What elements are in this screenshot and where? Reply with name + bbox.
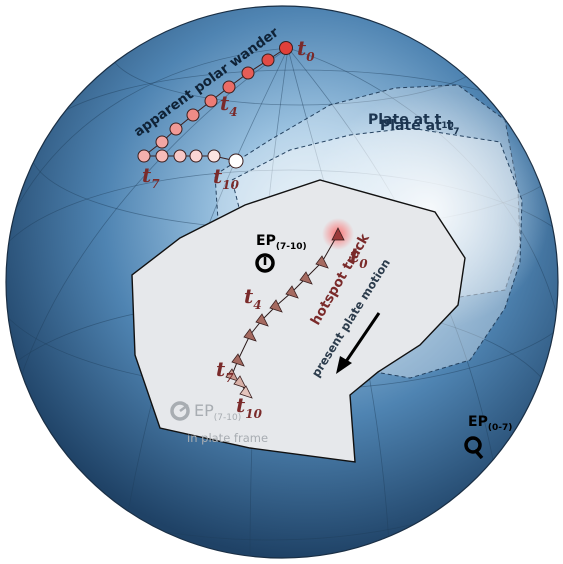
- in-plate-frame-label: in plate frame: [187, 431, 268, 445]
- hotspot-marker: [299, 271, 313, 285]
- apw-point: [261, 53, 275, 67]
- hotspot-marker-t4: [269, 299, 283, 313]
- apw-point: [155, 135, 169, 149]
- ep-7-10-plate-label: EP(7-10): [194, 401, 241, 423]
- apw-point: [207, 149, 221, 163]
- present-plate: [131, 179, 466, 463]
- track-t4-label: t4: [244, 284, 262, 312]
- apw-t4-label: t4: [220, 91, 238, 119]
- apw-point-t0: [279, 41, 293, 55]
- ep-7-10-symbol: [255, 253, 275, 273]
- apw-point: [241, 66, 255, 80]
- plate-motion-arrow: [336, 312, 381, 374]
- apw-point: [189, 149, 203, 163]
- ep-7-10-label: EP(7-10): [256, 233, 307, 252]
- hotspot-marker: [243, 328, 257, 342]
- apw-points: [137, 41, 293, 169]
- apw-point: [155, 149, 169, 163]
- hotspot-marker: [285, 285, 299, 299]
- apw-point: [169, 122, 183, 136]
- track-t0-label: t0: [350, 243, 368, 271]
- hotspot-marker: [225, 368, 239, 382]
- apw-t7-label: t7: [142, 163, 160, 191]
- hotspot-markers: [225, 227, 345, 399]
- apw-point-t10: [228, 153, 244, 169]
- apw-t0-label: t0: [297, 36, 315, 64]
- hotspot-marker: [315, 255, 329, 269]
- hotspot-marker-t10: [239, 385, 253, 399]
- hotspot-marker-t7: [231, 353, 245, 367]
- hotspot-marker: [233, 375, 247, 389]
- ep-7-10-plate-symbol: [170, 401, 190, 421]
- hotspot-marker: [255, 313, 269, 327]
- track-t10-label: t10: [236, 393, 263, 421]
- apw-point: [173, 149, 187, 163]
- plate-t10-label: Plate at t10: [368, 112, 454, 131]
- plate-t7-label: Plate at t7: [380, 118, 460, 137]
- ep-0-7-label: EP(0-7): [468, 414, 512, 433]
- apw-point: [222, 80, 236, 94]
- track-t7-label: t7: [216, 357, 234, 385]
- apw-t10-label: t10: [213, 164, 240, 192]
- apw-point-t4: [204, 94, 218, 108]
- apw-point: [186, 108, 200, 122]
- ep-0-7-symbol: [464, 436, 484, 460]
- apw-point-t7: [137, 149, 151, 163]
- hotspot-marker-t0: [331, 227, 345, 241]
